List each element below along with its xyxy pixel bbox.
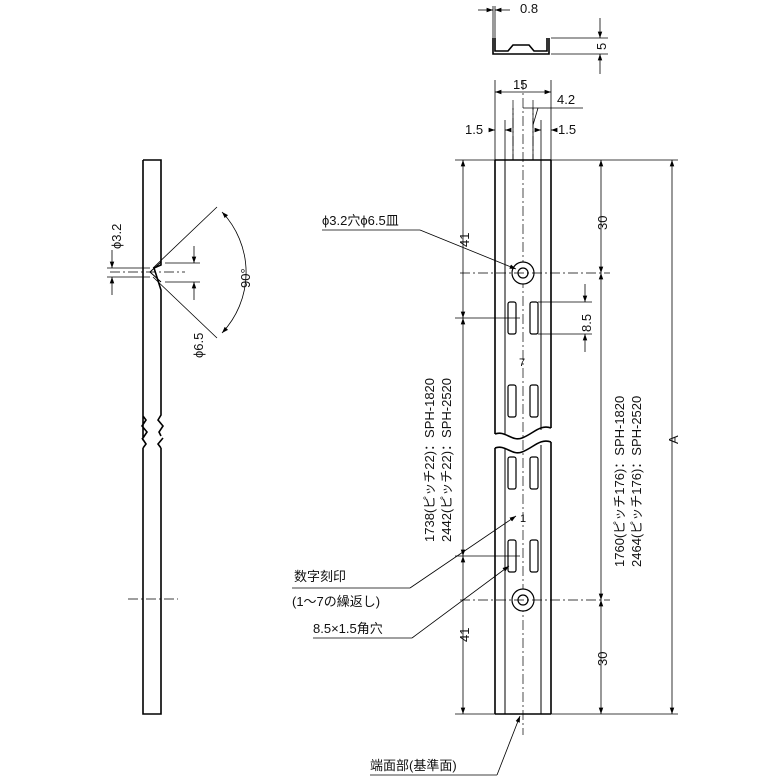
engraving-label: 数字刻印 [294,569,346,584]
front-view: 7 1 [460,80,610,735]
dim-slot-length: 8.5 [579,314,594,332]
pitch-left-1: 1738(ピッチ22)：SPH-1820 [422,378,437,542]
dim-depth: 5 [594,43,609,50]
dim-offset-bottom-right: 30 [595,652,610,666]
dim-inner-width: 4.2 [557,92,575,107]
dim-offset-top-left: 41 [457,233,472,247]
engraved-number-7: 7 [519,357,525,369]
pitch-right-1: 1760(ピッチ176)：SPH-1820 [612,396,627,567]
callouts: ϕ3.2穴ϕ6.5皿 数字刻印 (1～7の繰返し) 8.5×1.5角穴 端面部(… [292,213,521,776]
dim-overall: A [666,435,681,444]
hole-callout: ϕ3.2穴ϕ6.5皿 [322,213,399,228]
dim-offset-bottom-left: 41 [457,628,472,642]
dim-countersink-dia: ϕ6.5 [191,333,206,358]
slot-pair-3 [507,456,539,490]
pitch-right-2: 2464(ピッチ176)：SPH-2520 [629,396,644,567]
dim-hole-dia: ϕ3.2 [109,224,124,249]
dim-width: 15 [513,77,527,92]
dim-edge-left: 1.5 [465,122,483,137]
side-rail-upper [141,159,164,441]
dim-countersink-angle: 90° [238,268,253,288]
front-dimensions: 15 4.2 1.5 1.5 30 41 1760(ピッチ176)：SPH-18… [422,77,681,715]
channel-profile [492,38,550,55]
engraved-number-1: 1 [520,513,526,525]
pitch-left-2: 2442(ピッチ22)：SPH-2520 [439,378,454,542]
slot-pair-2 [507,384,539,418]
end-face-callout: 端面部(基準面) [370,758,457,773]
engraving-range: (1～7の繰返し) [292,594,380,609]
top-section: 0.8 5 [478,1,609,74]
dim-offset-top-right: 30 [595,216,610,230]
side-rail-lower [141,437,164,715]
dim-edge-right: 1.5 [558,122,576,137]
side-view: ϕ3.2 ϕ6.5 90° [107,159,253,715]
slot-callout: 8.5×1.5角穴 [313,621,383,636]
dim-thickness: 0.8 [520,1,538,16]
